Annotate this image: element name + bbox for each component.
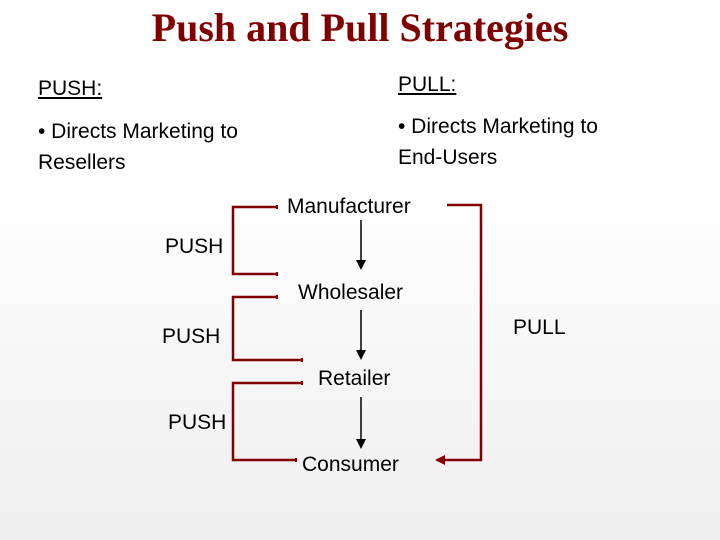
push-connector-3	[231, 381, 302, 462]
push-connector-1	[231, 205, 277, 276]
pull-connector	[435, 203, 483, 465]
push-description-line-1: • Directs Marketing to	[38, 120, 238, 143]
push-label-3: PUSH	[168, 411, 226, 434]
push-description: • Directs Marketing to Resellers	[38, 116, 338, 178]
push-header: PUSH:	[38, 77, 103, 100]
push-connector-2	[231, 295, 302, 362]
node-retailer: Retailer	[318, 367, 390, 390]
node-manufacturer: Manufacturer	[287, 195, 411, 218]
pull-description-line-2: End-Users	[398, 146, 498, 169]
pull-label: PULL	[513, 316, 566, 339]
push-description-line-2: Resellers	[38, 151, 126, 174]
node-wholesaler: Wholesaler	[298, 281, 403, 304]
node-consumer: Consumer	[302, 453, 399, 476]
pull-description: • Directs Marketing to End-Users	[398, 111, 698, 173]
push-label-1: PUSH	[165, 235, 223, 258]
push-label-2: PUSH	[162, 325, 220, 348]
pull-description-line-1: • Directs Marketing to	[398, 115, 598, 138]
page-title: Push and Pull Strategies	[151, 5, 569, 50]
pull-header: PULL:	[398, 73, 457, 96]
